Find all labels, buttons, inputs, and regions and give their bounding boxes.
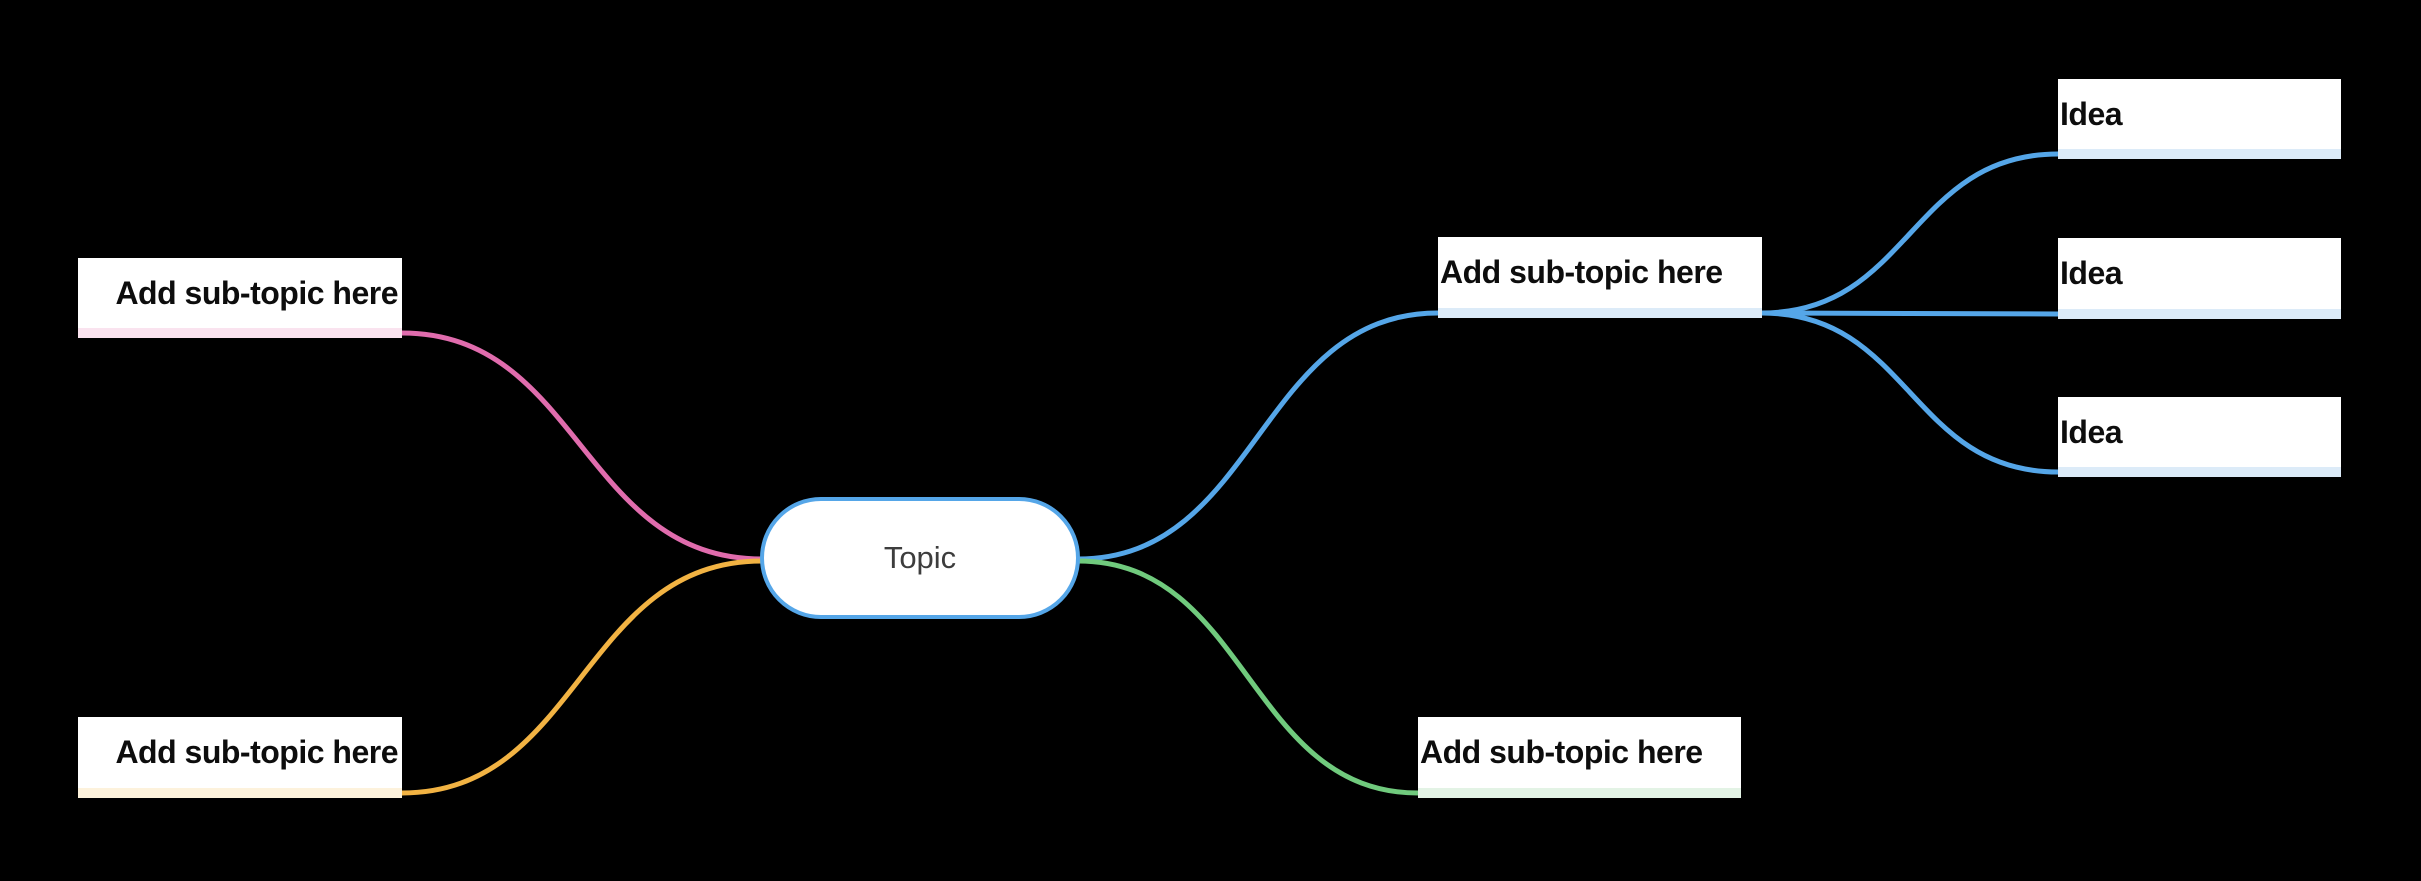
idea-node-2[interactable]: Idea (2058, 238, 2341, 319)
edge-topic-to-right-bottom (1075, 558, 1421, 796)
idea-label: Idea (2060, 95, 2123, 132)
subtopic-underline (78, 788, 402, 798)
idea-node-1[interactable]: Idea (2058, 79, 2341, 159)
topic-node[interactable]: Topic (760, 497, 1080, 619)
subtopic-label: Add sub-topic here (115, 274, 398, 311)
subtopic-node-left-bottom[interactable]: Add sub-topic here (78, 717, 402, 798)
edge-right-top-to-idea-3 (1759, 310, 2061, 475)
edge-topic-to-right-top (1075, 310, 1441, 562)
edge-topic-to-left-top (399, 330, 765, 562)
edge-topic-to-left-bottom (399, 558, 765, 796)
topic-label: Topic (883, 540, 957, 575)
subtopic-node-right-top[interactable]: Add sub-topic here (1438, 237, 1762, 318)
subtopic-node-left-top[interactable]: Add sub-topic here (78, 258, 402, 338)
idea-underline (2058, 467, 2341, 477)
subtopic-label: Add sub-topic here (1440, 254, 1723, 290)
idea-label: Idea (2060, 255, 2123, 291)
subtopic-label: Add sub-topic here (115, 734, 398, 770)
edge-right-top-to-idea-2 (1759, 310, 2061, 317)
idea-node-3[interactable]: Idea (2058, 397, 2341, 477)
subtopic-label: Add sub-topic here (1420, 734, 1703, 770)
edge-right-top-to-idea-1 (1759, 151, 2061, 316)
subtopic-underline (1418, 788, 1741, 798)
subtopic-underline (78, 328, 402, 338)
idea-underline (2058, 309, 2341, 319)
idea-label: Idea (2060, 413, 2123, 450)
idea-underline (2058, 149, 2341, 159)
subtopic-underline (1438, 308, 1762, 318)
subtopic-node-right-bottom[interactable]: Add sub-topic here (1418, 717, 1741, 798)
